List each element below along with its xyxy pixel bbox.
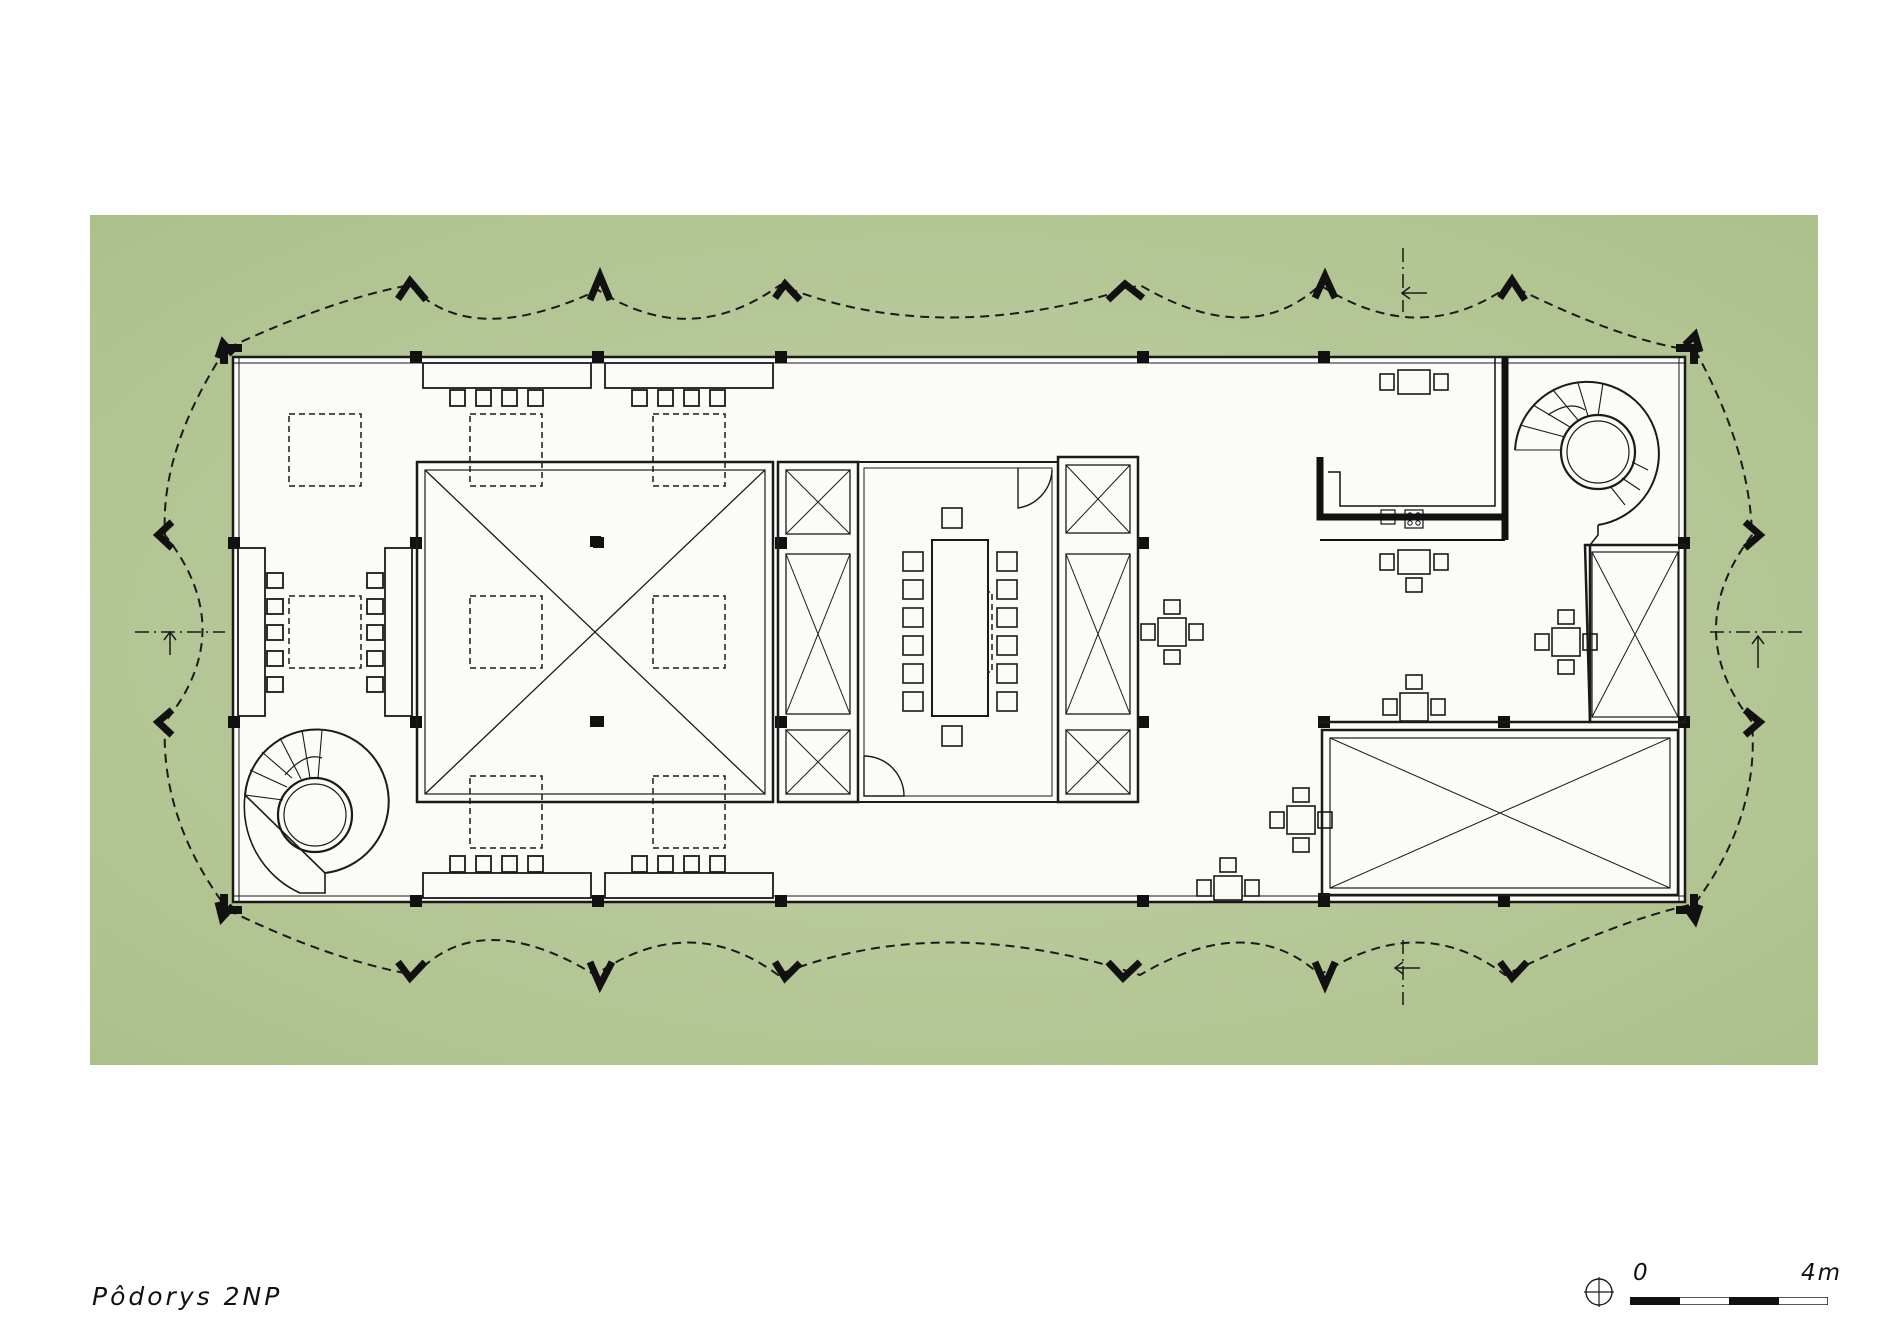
scale-start-label: 0 (1633, 1260, 1648, 1286)
spiral-stair-right (1514, 380, 1660, 546)
drawing-title: Pôdorys 2NP (92, 1282, 283, 1311)
right-void (1318, 543, 1687, 897)
kitchen-counter (1316, 357, 1509, 541)
shafts (776, 455, 1140, 804)
scale-end-label: 4m (1801, 1260, 1843, 1286)
benches (237, 362, 774, 899)
spiral-stair-left (243, 728, 390, 894)
meeting-room (857, 461, 1059, 803)
stools (266, 389, 726, 873)
section-markers (135, 248, 1805, 1005)
central-void (415, 460, 775, 804)
scale-bar (1629, 1290, 1829, 1306)
north-arrow-icon (1584, 1277, 1614, 1307)
columns (220, 344, 1698, 914)
canopy-outline (163, 283, 1754, 977)
